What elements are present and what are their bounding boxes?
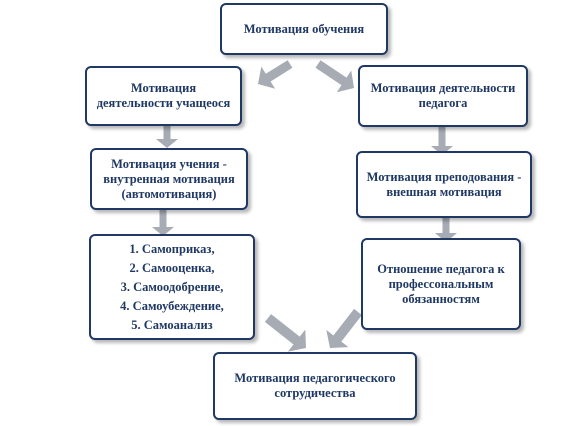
node-pedagogical-cooperation: Мотивация педагогического сотрудичества	[213, 352, 417, 420]
node-label: Мотивация педагогического сотрудичества	[234, 371, 396, 400]
list-item: 5. Самоанализ	[131, 317, 213, 332]
list-item: 2. Самооценка,	[129, 260, 215, 275]
arrow-external-to-attitude	[435, 218, 457, 242]
arrow-attitude-to-cooperation	[326, 308, 362, 348]
node-teacher-attitude: Отношение педагога к профессональным обя…	[361, 238, 521, 330]
node-student-activity-motivation: Мотивация деятельности учащеося	[85, 66, 242, 126]
arrow-top-to-student	[258, 60, 293, 89]
arrow-internal-to-list	[152, 210, 174, 236]
node-teacher-activity-motivation: Мотивация деятельности педагога	[358, 65, 528, 127]
list-item: 1. Самоприказ,	[129, 241, 215, 256]
node-label: Мотивация деятельности педагога	[370, 81, 516, 110]
node-label: Мотивация преподования - внешная мотивац…	[366, 169, 522, 199]
node-label: Мотивация деятельности учащеося	[96, 81, 231, 110]
node-self-list: 1. Самоприказ, 2. Самооценка, 3. Самоодо…	[89, 234, 255, 340]
arrow-student-to-internal	[156, 126, 178, 148]
node-internal-motivation: Мотивация учения - внутренная мотивация …	[90, 148, 248, 210]
list-item: 4. Самоубеждение,	[120, 298, 224, 313]
node-label: Мотивация обучения	[243, 21, 365, 36]
node-label: Отношение педагога к профессональным обя…	[377, 261, 505, 306]
arrow-list-to-cooperation	[264, 314, 306, 352]
node-external-motivation: Мотивация преподования - внешная мотивац…	[356, 151, 532, 218]
node-label: Мотивация учения - внутренная мотивация …	[103, 156, 235, 201]
list-item: 3. Самоодобрение,	[120, 279, 224, 294]
arrow-top-to-teacher	[315, 60, 354, 93]
node-learning-motivation-top: Мотивация обучения	[220, 3, 388, 55]
arrow-teacher-to-external	[431, 127, 453, 155]
